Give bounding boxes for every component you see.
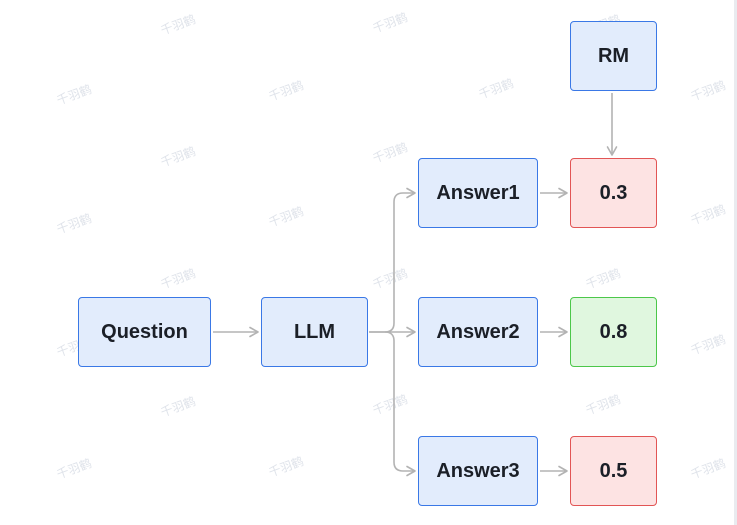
arrow-llm-to-answer1 [369, 187, 416, 333]
arrow-llm-to-answer3 [384, 331, 416, 477]
canvas-edge [734, 0, 737, 525]
answer1-node[interactable]: Answer1 [418, 158, 538, 228]
rm-node[interactable]: RM [570, 21, 657, 91]
score1-node[interactable]: 0.3 [570, 158, 657, 228]
question-node[interactable]: Question [78, 297, 211, 367]
score3-node[interactable]: 0.5 [570, 436, 657, 506]
answer2-node[interactable]: Answer2 [418, 297, 538, 367]
llm-node[interactable]: LLM [261, 297, 368, 367]
answer3-node[interactable]: Answer3 [418, 436, 538, 506]
score2-node[interactable]: 0.8 [570, 297, 657, 367]
